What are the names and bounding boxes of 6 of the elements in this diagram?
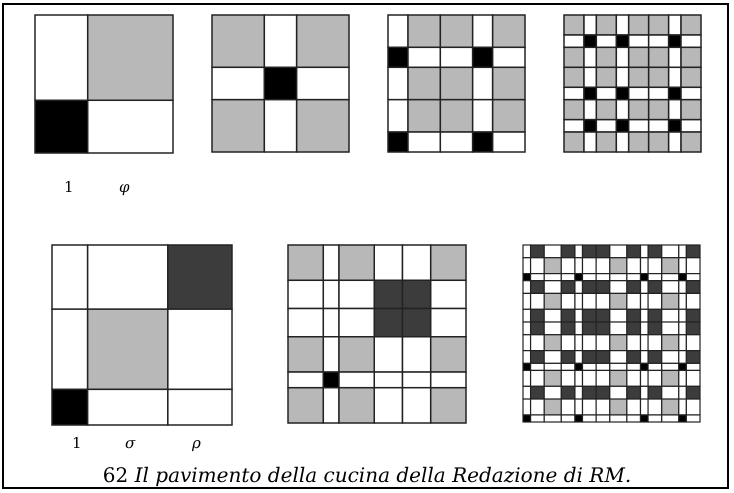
size-label: 1 [72, 434, 82, 452]
size-label: σ [125, 434, 136, 452]
size-label: 1 [64, 178, 74, 196]
size-label: φ [119, 178, 130, 196]
size-label: ρ [192, 434, 201, 452]
figure-caption: 62 Il pavimento della cucina della Redazione di RM. [102, 463, 632, 487]
